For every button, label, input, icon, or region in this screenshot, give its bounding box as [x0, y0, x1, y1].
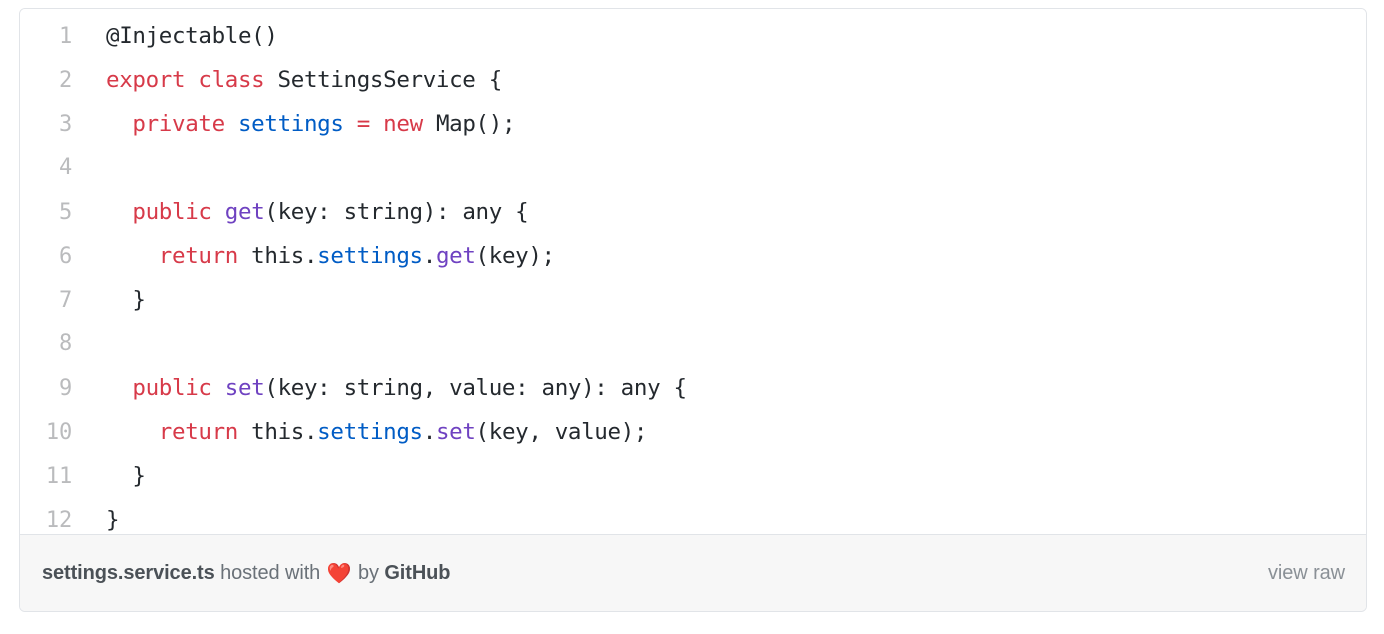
code-text: }	[72, 498, 120, 542]
gist-footer: settings.service.ts hosted with ❤️ by Gi…	[20, 534, 1366, 611]
code-line: 8	[20, 322, 1366, 366]
code-token: public	[132, 375, 212, 401]
code-token	[225, 111, 238, 137]
line-number: 5	[58, 200, 72, 225]
code-text: private settings = new Map();	[72, 102, 515, 146]
code-text: }	[72, 454, 146, 498]
code-token: (key, value);	[475, 419, 648, 445]
code-token: settings	[317, 419, 423, 445]
code-token: }	[106, 463, 146, 489]
code-token	[106, 419, 159, 445]
code-text: return this.settings.get(key);	[72, 234, 555, 278]
gist-filename[interactable]: settings.service.ts	[42, 562, 215, 584]
code-line: 6 return this.settings.get(key);	[20, 234, 1366, 278]
code-line: 7 }	[20, 278, 1366, 322]
code-token: private	[132, 111, 225, 137]
heart-icon: ❤️	[326, 562, 352, 585]
code-token	[370, 111, 383, 137]
view-raw-link[interactable]: view raw	[1268, 562, 1345, 584]
code-token: export class	[106, 67, 265, 93]
code-text: export class SettingsService {	[72, 58, 502, 102]
line-number: 11	[45, 464, 72, 489]
code-line: 1 @Injectable()	[20, 14, 1366, 58]
line-number: 10	[45, 420, 72, 445]
code-token: .	[422, 243, 437, 269]
line-number: 12	[45, 508, 72, 533]
code-text: }	[72, 278, 146, 322]
gist-attribution: settings.service.ts hosted with ❤️ by Gi…	[42, 562, 451, 585]
code-token: public	[132, 199, 212, 225]
code-token: settings	[317, 243, 423, 269]
code-text: @Injectable()	[72, 14, 278, 58]
code-line: 11 }	[20, 454, 1366, 498]
line-number: 4	[58, 155, 72, 180]
code-token: get	[224, 199, 265, 225]
code-token: set	[435, 419, 476, 445]
spacer-1	[320, 562, 325, 585]
line-number: 1	[58, 24, 72, 49]
code-line: 5 public get(key: string): any {	[20, 190, 1366, 234]
code-line: 4	[20, 146, 1366, 190]
line-number: 7	[58, 288, 72, 313]
line-number: 9	[58, 376, 72, 401]
code-token: }	[106, 287, 146, 313]
code-token: set	[224, 375, 265, 401]
code-line: 12}	[20, 498, 1366, 542]
code-token	[106, 199, 132, 225]
code-token: (key);	[475, 243, 556, 269]
code-token: @Injectable()	[106, 23, 278, 49]
code-token	[106, 243, 159, 269]
line-number: 8	[58, 331, 72, 356]
code-token: return	[158, 243, 239, 269]
code-token: settings	[237, 111, 344, 137]
code-line: 10 return this.settings.set(key, value);	[20, 410, 1366, 454]
code-token	[344, 111, 357, 137]
code-token: this.	[237, 419, 318, 445]
code-token	[212, 375, 225, 401]
code-token: SettingsService {	[264, 67, 503, 93]
line-number: 2	[58, 68, 72, 93]
code-line: 9 public set(key: string, value: any): a…	[20, 366, 1366, 410]
code-token	[106, 375, 132, 401]
code-token	[212, 199, 225, 225]
code-token: new	[383, 111, 423, 137]
hosted-with-text: hosted with	[220, 562, 321, 584]
code-token: get	[435, 243, 476, 269]
code-token: =	[356, 111, 371, 137]
code-token: this.	[237, 243, 318, 269]
code-token: }	[106, 507, 120, 533]
line-number: 6	[58, 244, 72, 269]
code-text: public set(key: string, value: any): any…	[72, 366, 687, 410]
code-text: public get(key: string): any {	[72, 190, 528, 234]
code-line: 3 private settings = new Map();	[20, 102, 1366, 146]
code-token: (key: string, value: any): any {	[264, 375, 687, 401]
by-text: by	[357, 562, 379, 584]
code-token	[106, 111, 132, 137]
code-text: return this.settings.set(key, value);	[72, 410, 648, 454]
code-token: .	[422, 419, 437, 445]
host-name[interactable]: GitHub	[384, 562, 451, 584]
code-token: (key: string): any {	[264, 199, 529, 225]
line-number: 3	[58, 112, 72, 137]
code-token: return	[158, 419, 239, 445]
code-token: Map();	[422, 111, 516, 137]
